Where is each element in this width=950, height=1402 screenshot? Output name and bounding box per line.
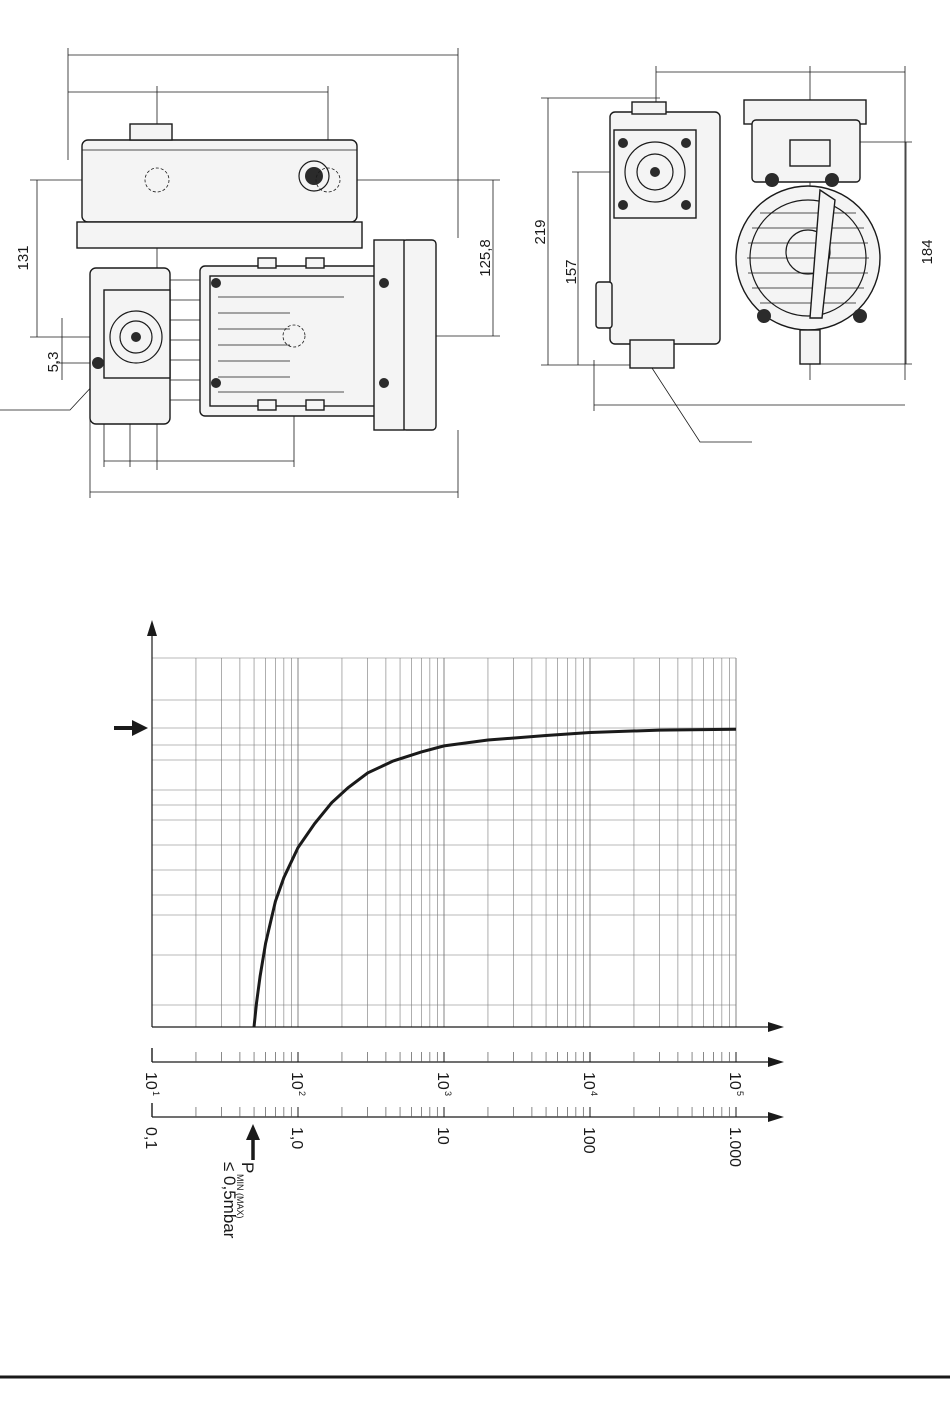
axis-tick-label: 100: [580, 1127, 597, 1154]
axis-tick-label: 10: [142, 1072, 159, 1090]
dim-5-3: 5,3: [45, 352, 62, 373]
axis-2: 0,1 1,0 10 100 1.000: [142, 1103, 784, 1167]
dim-219: 219: [532, 219, 549, 244]
axis-tick-label: 1,0: [288, 1127, 305, 1149]
reference-arrow-head: [132, 720, 148, 736]
dim-157: 157: [563, 259, 580, 284]
axis-tick-label: 10: [726, 1072, 743, 1090]
pmin-value: ≤ 0,5mbar: [220, 1162, 239, 1239]
axis-tick-label: 10: [288, 1072, 305, 1090]
axis-tick-label: 10: [434, 1072, 451, 1090]
performance-curve: [254, 729, 736, 1027]
axis-tick-exponent: 2: [297, 1091, 307, 1096]
axis-tick-exponent: 1: [151, 1091, 161, 1096]
x-axis-arrowhead: [768, 1022, 784, 1032]
pmin-symbol: P: [238, 1162, 257, 1173]
axis-arrowhead: [768, 1057, 784, 1067]
axis-tick-exponent: 3: [443, 1091, 453, 1096]
axis-tick-label: 10: [580, 1072, 597, 1090]
pmin-arrow-head: [246, 1124, 260, 1140]
front-view-drawing: 219 157 184: [532, 66, 936, 442]
dim-184: 184: [919, 239, 936, 264]
axis-tick-exponent: 5: [735, 1091, 745, 1096]
dim-131: 131: [15, 245, 32, 270]
side-view-drawing: 131 125,8 5,3: [0, 48, 500, 498]
axis-arrowhead: [768, 1112, 784, 1122]
axis-tick-exponent: 4: [589, 1091, 599, 1096]
axis-tick-label: 10: [434, 1127, 451, 1145]
dim-125-8: 125,8: [477, 239, 494, 277]
y-axis-arrowhead: [147, 620, 157, 636]
chart-grid: [152, 658, 736, 1027]
axis-tick-label: 1.000: [726, 1127, 743, 1167]
axis-tick-label: 0,1: [142, 1127, 159, 1149]
